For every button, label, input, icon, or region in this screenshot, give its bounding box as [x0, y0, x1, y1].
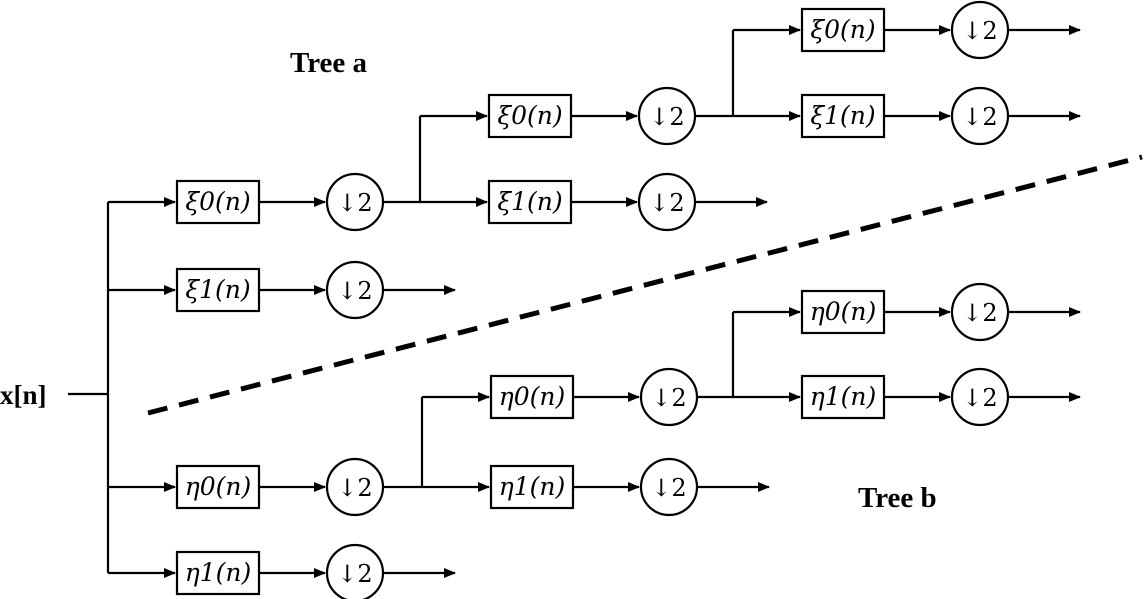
downsample-label: ↓2: [649, 189, 684, 217]
filter-box-a2-xi1: [487, 179, 573, 225]
filter-label: ξ1(n): [810, 101, 875, 130]
downsample-label: ↓2: [962, 384, 997, 412]
downsample-label: ↓2: [651, 384, 686, 412]
filter-label: ξ1(n): [497, 187, 562, 216]
downsample-label: ↓2: [962, 17, 997, 45]
filter-box-a1-xi0: [175, 179, 261, 225]
filter-label: η0(n): [810, 297, 877, 326]
downsample-label: ↓2: [962, 299, 997, 327]
filter-box-a3-xi0: [800, 7, 886, 53]
filter-label: ξ0(n): [497, 101, 562, 130]
downsample-label: ↓2: [962, 103, 997, 131]
filter-label: ξ1(n): [185, 275, 250, 304]
filter-label: ξ0(n): [810, 15, 875, 44]
filter-box-b1-eta0: [175, 464, 261, 510]
filter-label: η0(n): [185, 472, 252, 501]
tree-separator-dashed-line: [147, 154, 1143, 416]
downsample-label: ↓2: [337, 277, 372, 305]
filter-box-b1-eta1: [175, 550, 261, 596]
filter-box-b3-eta1: [800, 374, 886, 420]
filter-label: η0(n): [499, 382, 566, 411]
filter-box-a1-xi1: [175, 267, 261, 313]
tree-b-label: Tree b: [858, 482, 937, 514]
filter-label: ξ0(n): [185, 187, 250, 216]
downsample-label: ↓2: [337, 560, 372, 588]
filter-box-a3-xi1: [800, 93, 886, 139]
filter-label: η1(n): [499, 472, 566, 501]
filter-box-b3-eta0: [800, 289, 886, 335]
downsample-label: ↓2: [337, 474, 372, 502]
filter-box-a2-xi0: [487, 93, 573, 139]
filter-label: η1(n): [185, 558, 252, 587]
input-label: x[n]: [0, 380, 47, 410]
downsample-label: ↓2: [337, 189, 372, 217]
downsample-label: ↓2: [651, 474, 686, 502]
tree-a-label: Tree a: [290, 47, 368, 79]
filter-label: η1(n): [810, 382, 877, 411]
downsample-label: ↓2: [649, 103, 684, 131]
